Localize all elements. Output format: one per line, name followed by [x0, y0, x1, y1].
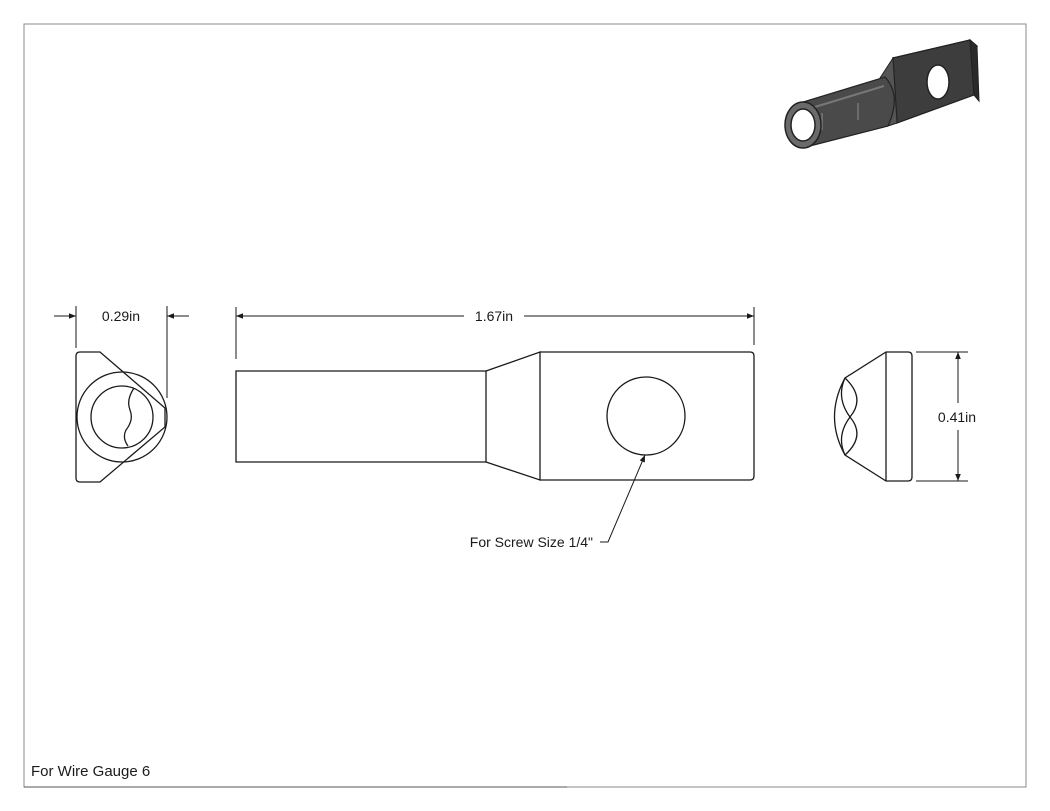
iso-barrel-bore: [790, 108, 816, 142]
width-dimension: 0.29in: [54, 306, 189, 398]
front-view-hole: [606, 376, 686, 456]
hole-callout-label: For Screw Size 1/4": [470, 534, 593, 550]
height-dimension: 0.41in: [916, 351, 976, 482]
left-view-bore: [90, 385, 154, 449]
front-view-tongue: [540, 351, 755, 481]
left-view-seam: [123, 387, 135, 447]
hole-callout: For Screw Size 1/4": [470, 454, 646, 550]
front-view: [235, 351, 755, 481]
right-view-inner: [840, 377, 851, 456]
height-dimension-label: 0.41in: [938, 409, 976, 425]
width-dimension-label: 0.29in: [102, 308, 140, 324]
iso-barrel-highlight: [804, 85, 885, 111]
length-dimension: 1.67in: [235, 307, 755, 359]
iso-barrel: [799, 76, 895, 148]
right-view-outline: [833, 351, 913, 482]
iso-hole: [926, 64, 950, 100]
front-view-taper: [485, 351, 541, 481]
sheet-border: [23, 23, 1027, 788]
isometric-view: [784, 38, 980, 149]
right-view-seam: [844, 377, 858, 456]
left-view-outer-barrel: [76, 371, 168, 463]
right-end-view: [833, 351, 913, 482]
front-view-barrel: [235, 370, 487, 463]
iso-tongue-side: [969, 38, 980, 103]
wire-gauge-note: For Wire Gauge 6: [31, 763, 150, 780]
length-dimension-label: 1.67in: [475, 308, 513, 324]
left-view-outline: [75, 351, 166, 483]
left-end-view: [75, 351, 168, 483]
